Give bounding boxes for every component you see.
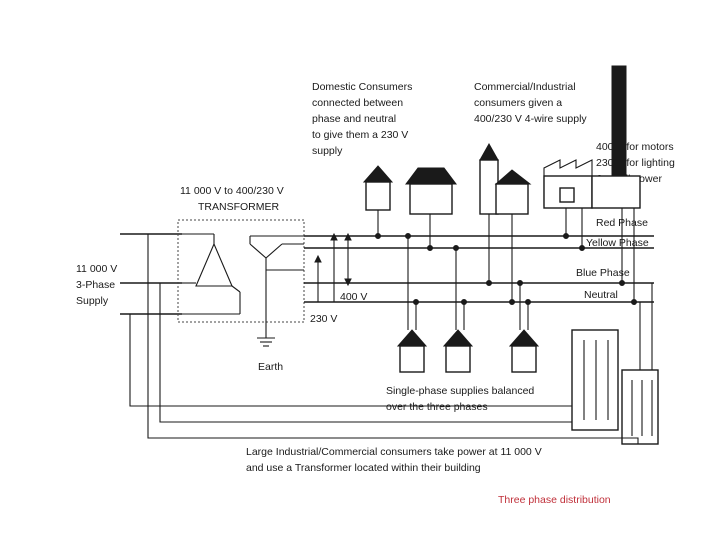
- lv-bus: [304, 235, 654, 303]
- supply-label-line-1: 11 000 V: [76, 263, 117, 275]
- single-phase-label-line-1: Single-phase supplies balanced: [386, 385, 534, 397]
- blue-phase-label: Blue Phase: [576, 267, 630, 279]
- domestic-label-line-5: supply: [312, 145, 343, 157]
- voltage-230-label: 230 V: [310, 313, 337, 325]
- domestic-consumers-label: Domestic Consumers connected between pha…: [312, 81, 412, 157]
- domestic-label-line-3: phase and neutral: [312, 113, 396, 125]
- domestic-label-line-1: Domestic Consumers: [312, 81, 412, 93]
- single-phase-label: Single-phase supplies balanced over the …: [386, 385, 534, 413]
- hv-feeders: [129, 234, 653, 444]
- supply-label-line-2: 3-Phase: [76, 279, 115, 291]
- large-building-1-icon: [571, 329, 619, 431]
- transformer-label: 11 000 V to 400/230 V TRANSFORMER: [180, 185, 284, 213]
- single-phase-house-2: [442, 245, 474, 373]
- earth-symbol-icon: [257, 337, 275, 347]
- domestic-house-2: [405, 167, 457, 251]
- supply-label-line-3: Supply: [76, 295, 109, 307]
- single-phase-house-1: [396, 233, 428, 373]
- voltage-400-label: 400 V: [340, 291, 367, 303]
- large-consumers-label: Large Industrial/Commercial consumers ta…: [246, 446, 542, 474]
- star-winding-icon: [249, 243, 283, 290]
- transformer-label-line-1: 11 000 V to 400/230 V: [180, 185, 284, 197]
- neutral-label: Neutral: [584, 289, 618, 301]
- diagram-caption: Three phase distribution: [498, 494, 611, 506]
- transformer: [177, 219, 305, 347]
- commercial-label-line-1: Commercial/Industrial: [474, 81, 576, 93]
- large-consumers-label-line-1: Large Industrial/Commercial consumers ta…: [246, 446, 542, 458]
- transformer-enclosure: [177, 219, 305, 323]
- single-phase-label-line-2: over the three phases: [386, 401, 488, 413]
- motors-label-line-2: 230 V for lighting: [596, 157, 675, 169]
- large-building-2-icon: [621, 369, 659, 445]
- single-phase-house-3: [508, 280, 540, 373]
- supply-label: 11 000 V 3-Phase Supply: [76, 263, 117, 307]
- voltage-indicators: [314, 232, 352, 302]
- earth-label: Earth: [258, 361, 283, 373]
- commercial-label-line-3: 400/230 V 4-wire supply: [474, 113, 587, 125]
- yellow-phase-label: Yellow Phase: [586, 237, 649, 249]
- commercial-label-line-2: consumers given a: [474, 97, 562, 109]
- motors-label-line-1: 400 V for motors: [596, 141, 674, 153]
- commercial-consumers-label: Commercial/Industrial consumers given a …: [474, 81, 587, 125]
- delta-winding-icon: [195, 242, 233, 287]
- transformer-label-line-2: TRANSFORMER: [198, 201, 280, 213]
- church-icon: [479, 142, 532, 305]
- domestic-label-line-2: connected between: [312, 97, 403, 109]
- domestic-label-line-4: to give them a 230 V: [312, 129, 408, 141]
- large-consumers-label-line-2: and use a Transformer located within the…: [246, 462, 481, 474]
- domestic-house-1: [362, 165, 394, 239]
- factory-icon: [543, 65, 641, 305]
- supply-lines: [120, 233, 182, 315]
